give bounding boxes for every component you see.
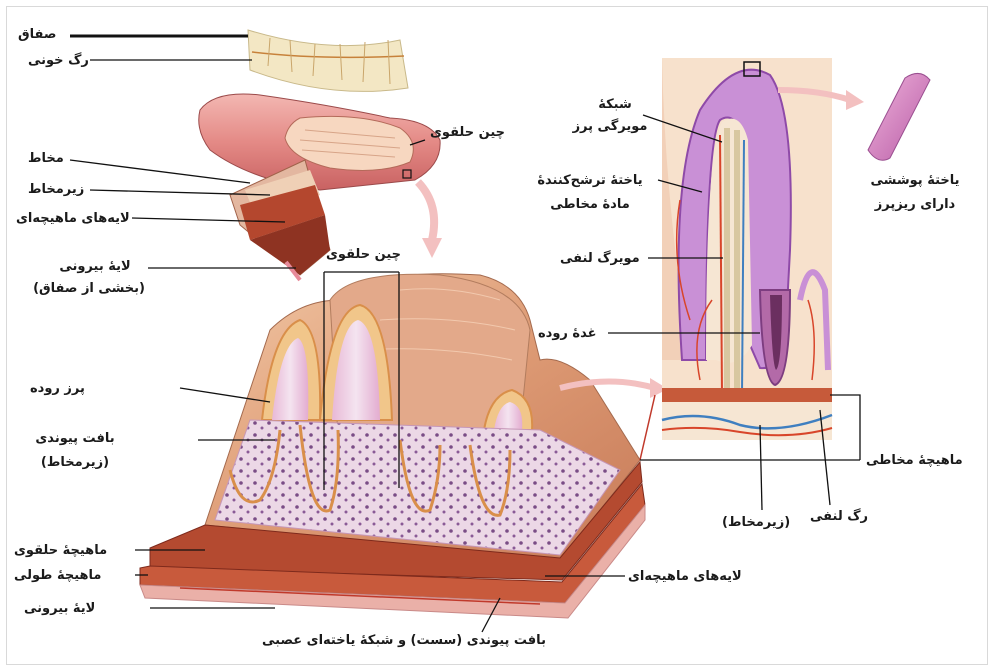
label-intestinal-gland: غدهٔ روده — [538, 325, 597, 342]
zoom-arrow-2 — [560, 382, 655, 389]
label-secreting-2: مادهٔ مخاطی — [530, 196, 650, 213]
mucosa-band — [662, 388, 832, 402]
intestine-segment — [199, 30, 442, 280]
label-serosa-2: (بخشی از صفاق) — [35, 280, 145, 297]
zoom-arrow-1 — [418, 182, 434, 240]
label-blood-vessel: رگ خونی — [28, 52, 89, 69]
mesentery-sheet — [248, 30, 408, 91]
label-serosa-1: لایهٔ بیرونی — [50, 258, 140, 275]
label-submucosa-right: (زیرمخاط) — [722, 514, 790, 531]
label-villus: پرز روده — [30, 380, 85, 397]
label-capillary-2: مویرگی پرز — [560, 118, 660, 135]
zoomed-villus — [662, 58, 930, 440]
label-longitudinal-muscle: ماهیچهٔ طولی — [14, 567, 101, 584]
label-circular-muscle: ماهیچهٔ حلقوی — [14, 542, 107, 559]
label-outer-layer: لایهٔ بیرونی — [24, 600, 95, 617]
label-lacteal: مویرگ لنفی — [560, 250, 640, 267]
label-muscle-layers-bottom: لایه‌های ماهیچه‌ای — [628, 568, 742, 585]
label-mucosa: مخاط — [28, 150, 64, 167]
label-submucosa: زیرمخاط — [28, 181, 84, 198]
label-lymph-vessel: رگ لنفی — [810, 508, 868, 525]
label-capillary-1: شبکهٔ — [570, 96, 660, 113]
label-muscularis-mucosae: ماهیچهٔ مخاطی — [866, 452, 963, 469]
label-circular-fold-top: چین حلقوی — [430, 124, 505, 141]
label-epithelial-1: یاختهٔ پوششی — [860, 172, 970, 189]
label-mesentery: صفاق — [18, 26, 56, 43]
label-epithelial-2: دارای ریزپرز — [860, 196, 970, 213]
label-loose-connective: بافت پیوندی (سست) و شبکهٔ یاخته‌ای عصبی — [262, 632, 546, 649]
epithelial-cell — [868, 73, 930, 160]
label-circular-fold-mid: چین حلقوی — [326, 246, 401, 263]
label-muscle-layers-top: لایه‌های ماهیچه‌ای — [16, 210, 130, 227]
label-connective-1: بافت پیوندی — [25, 430, 125, 447]
label-connective-2: (زیرمخاط) — [25, 454, 125, 471]
label-secreting-1: یاختهٔ ترشح‌کنندهٔ — [520, 172, 660, 189]
